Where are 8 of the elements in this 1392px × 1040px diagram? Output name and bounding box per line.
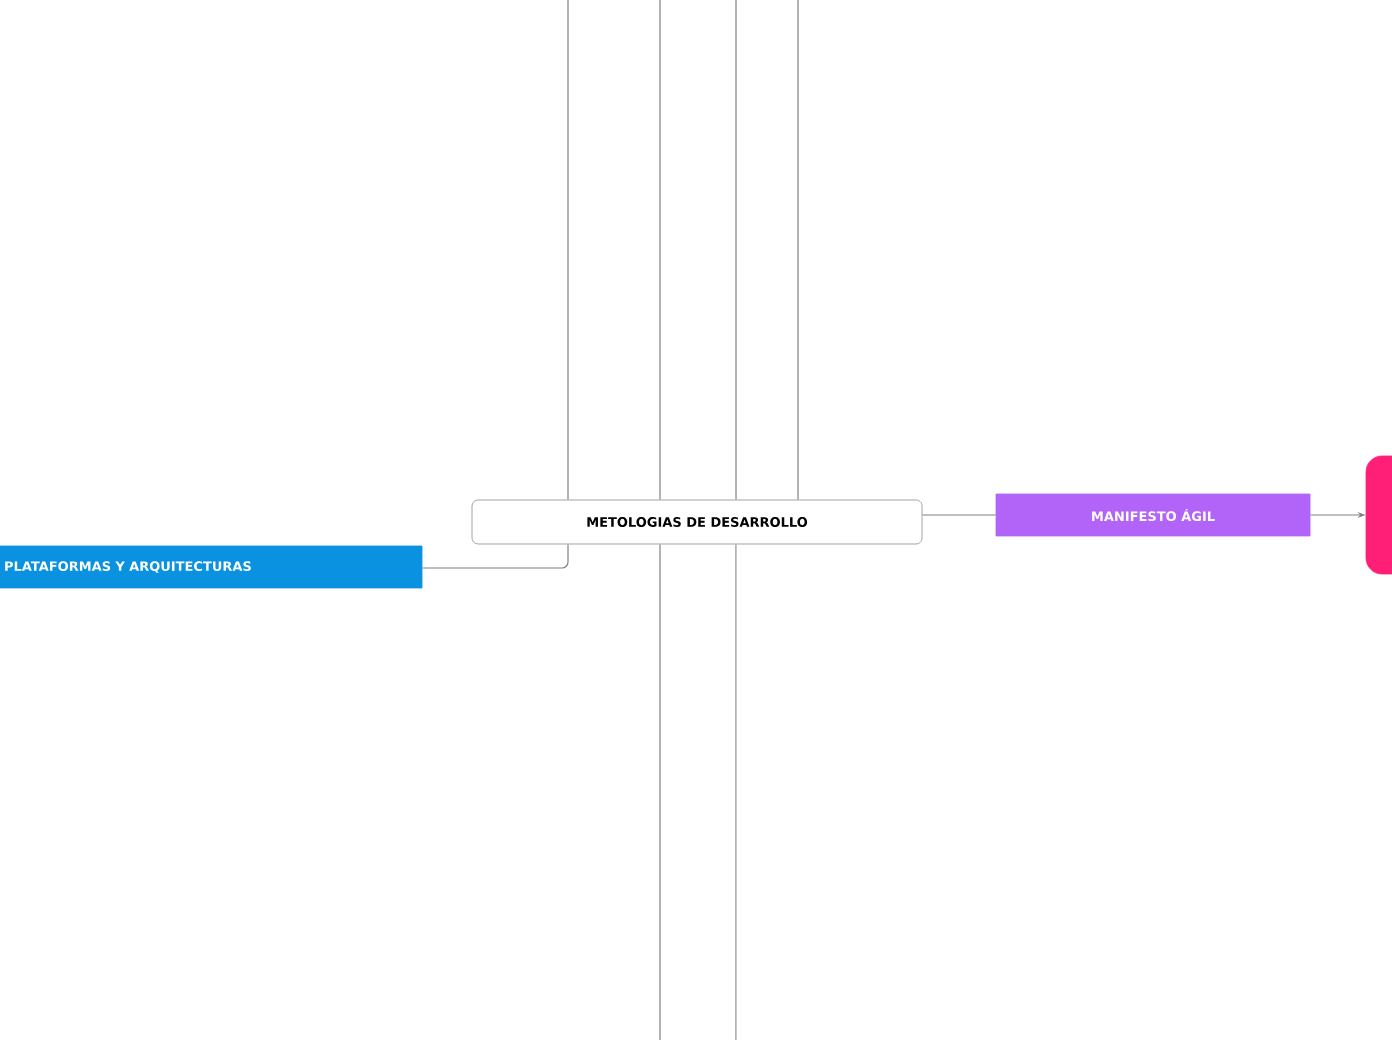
connector-line [735,543,737,1040]
connector-line [659,0,661,501]
connector-line [921,514,997,516]
connector-line [567,0,569,501]
connector-line [797,0,799,501]
subtopic-box [1365,455,1392,575]
connector-line [659,543,661,1040]
connector-line [735,0,737,501]
